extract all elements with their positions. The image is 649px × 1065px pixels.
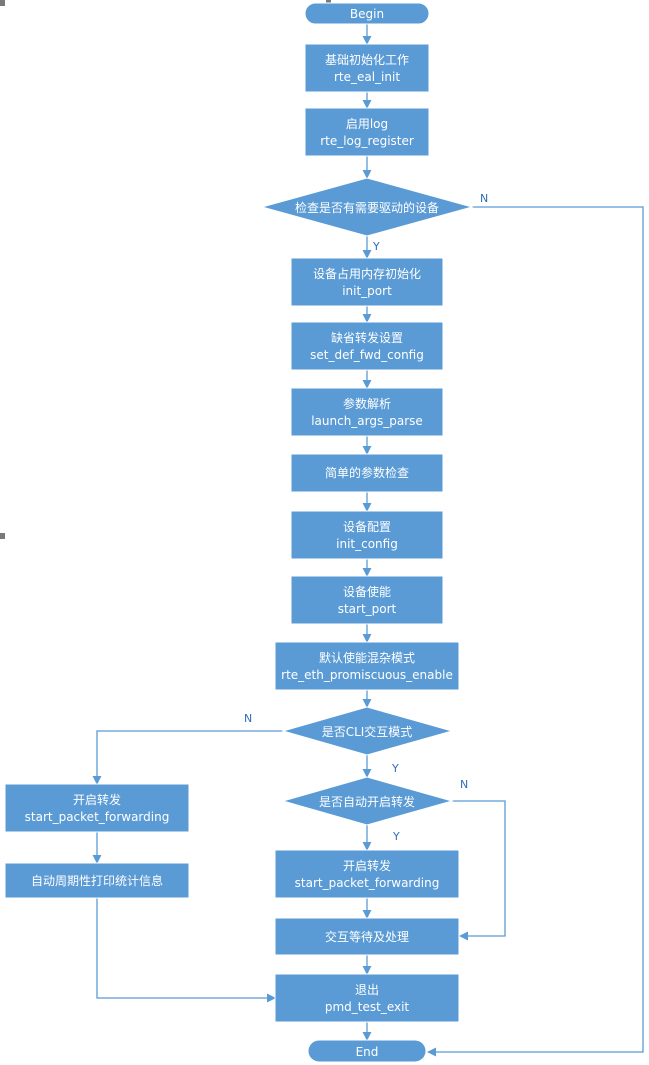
label-auto-no: N [460, 778, 468, 791]
node-args-parse-line-2: launch_args_parse [311, 414, 423, 428]
node-exit-line-1: 退出 [355, 983, 379, 997]
node-check-devices-label: 检查是否有需要驱动的设备 [295, 200, 439, 215]
node-right-forward-line-1: 开启转发 [343, 858, 391, 873]
edge-labels: N Y N Y N Y [244, 192, 488, 843]
node-end-label: End [356, 1045, 379, 1059]
node-left-forward: 开启转发 start_packet_forwarding [4, 783, 190, 833]
node-check-devices: 检查是否有需要驱动的设备 [260, 177, 474, 237]
node-log: 启用log rte_log_register [304, 107, 430, 157]
node-eal-init-line-1: 基础初始化工作 [325, 53, 409, 67]
label-check-yes: Y [372, 240, 380, 253]
node-promisc-line-1: 默认使能混杂模式 [319, 650, 415, 665]
node-init-port-line-2: init_port [342, 284, 392, 298]
node-simple-check-label: 简单的参数检查 [325, 465, 409, 480]
node-eal-init: 基础初始化工作 rte_eal_init [304, 43, 430, 93]
edge-check-no-end [427, 206, 644, 1057]
node-log-line-1: 启用log [346, 117, 388, 131]
label-cli-no: N [244, 712, 252, 725]
node-cli-mode-label: 是否CLI交互模式 [322, 724, 413, 739]
node-init-config-line-2: init_config [336, 537, 398, 551]
node-args-parse-line-1: 参数解析 [343, 396, 391, 411]
node-init-port-line-1: 设备占用内存初始化 [313, 266, 421, 281]
node-init-config: 设备配置 init_config [290, 510, 444, 560]
node-def-fwd: 缺省转发设置 set_def_fwd_config [290, 321, 444, 371]
node-auto-start: 是否自动开启转发 [281, 776, 454, 826]
node-promisc-line-2: rte_eth_promiscuous_enable [281, 668, 453, 682]
node-exit-line-2: pmd_test_exit [325, 1000, 410, 1014]
label-check-no: N [480, 192, 488, 205]
node-auto-stats: 自动周期性打印统计信息 [4, 862, 190, 899]
node-eal-init-line-2: rte_eal_init [334, 70, 400, 84]
node-left-forward-line-2: start_packet_forwarding [25, 810, 170, 824]
node-begin-label: Begin [350, 7, 384, 21]
label-cli-yes: Y [391, 762, 399, 775]
node-exit: 退出 pmd_test_exit [274, 973, 460, 1023]
node-interactive-label: 交互等待及处理 [325, 929, 409, 944]
node-init-port: 设备占用内存初始化 init_port [290, 257, 444, 307]
node-begin: Begin [304, 2, 430, 25]
edge-cli-no-left [92, 730, 283, 785]
node-auto-stats-label: 自动周期性打印统计信息 [31, 873, 163, 888]
corner-mark-top [0, 0, 5, 6]
nodes: Begin 基础初始化工作 rte_eal_init 启用log rte_log… [4, 2, 474, 1063]
node-cli-mode: 是否CLI交互模式 [281, 706, 454, 756]
node-end: End [307, 1039, 427, 1063]
node-def-fwd-line-1: 缺省转发设置 [331, 330, 403, 345]
node-interactive: 交互等待及处理 [274, 917, 460, 956]
node-auto-start-label: 是否自动开启转发 [319, 794, 415, 809]
node-def-fwd-line-2: set_def_fwd_config [310, 348, 424, 362]
label-auto-yes: Y [392, 830, 400, 843]
node-promisc: 默认使能混杂模式 rte_eth_promiscuous_enable [274, 641, 460, 691]
node-start-port-line-2: start_port [338, 602, 397, 616]
node-right-forward-line-2: start_packet_forwarding [295, 876, 440, 890]
node-simple-check: 简单的参数检查 [290, 453, 444, 493]
edges [92, 24, 644, 1057]
edge-stats-exit [96, 898, 276, 1003]
node-log-line-2: rte_log_register [320, 134, 414, 148]
node-args-parse: 参数解析 launch_args_parse [290, 387, 444, 437]
corner-mark-mid [0, 533, 5, 539]
node-start-port-line-1: 设备使能 [343, 584, 391, 599]
node-init-config-line-1: 设备配置 [343, 520, 391, 534]
node-left-forward-line-1: 开启转发 [73, 792, 121, 807]
edge-auto-no-interactive [452, 800, 506, 941]
node-right-forward: 开启转发 start_packet_forwarding [274, 849, 460, 899]
node-start-port: 设备使能 start_port [290, 575, 444, 625]
